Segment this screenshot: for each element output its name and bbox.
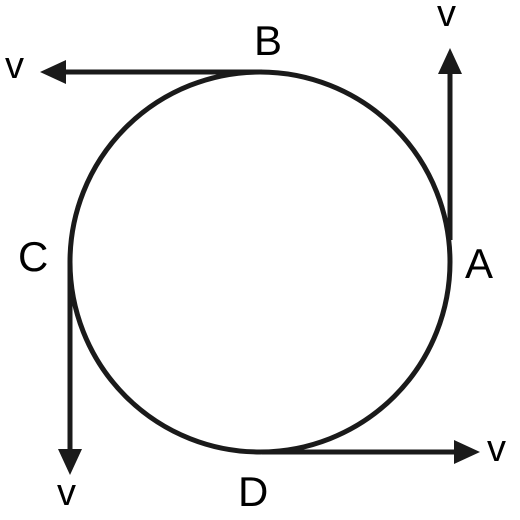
velocity-arrow-c-head (58, 449, 82, 475)
velocity-arrow-b-head (40, 60, 66, 84)
velocity-arrow-b (40, 60, 262, 84)
velocity-arrow-a-head (438, 48, 462, 74)
point-label-d: D (238, 468, 269, 515)
velocity-arrow-a (438, 48, 462, 240)
velocity-arrow-d (262, 440, 480, 464)
velocity-label-c: v (57, 472, 76, 514)
velocity-arrow-c (58, 262, 82, 475)
point-label-a: A (465, 240, 494, 287)
point-label-c: C (18, 233, 49, 280)
circular-path (67, 69, 453, 455)
point-label-b: B (254, 17, 283, 64)
velocity-label-a: v (437, 0, 456, 35)
velocity-label-b: v (5, 45, 24, 87)
velocity-label-d: v (487, 428, 506, 470)
velocity-arrow-d-head (454, 440, 480, 464)
